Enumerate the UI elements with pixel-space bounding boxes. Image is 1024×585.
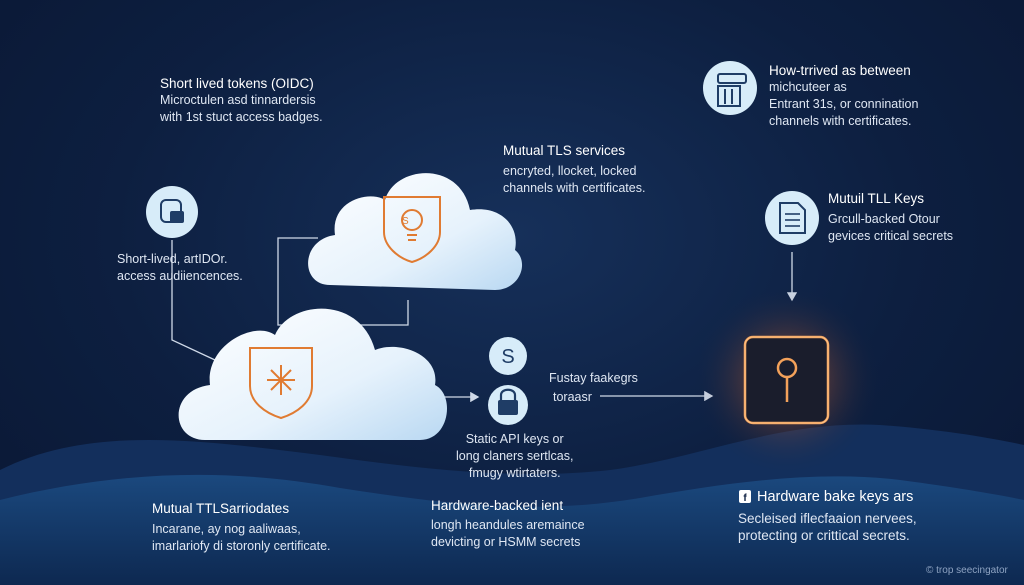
- label-short-lived-left-line1: Short-lived, artIDOr.: [117, 252, 228, 266]
- label-short-lived-tokens-line2: with 1st stuct access badges.: [160, 110, 323, 124]
- f-badge-icon: f: [739, 490, 751, 504]
- watermark: © trop seecingator: [926, 565, 1008, 576]
- label-short-lived-tokens-line1: Microctulen asd tinnardersis: [160, 93, 316, 107]
- label-fustay-title: Fustay faakegrs: [549, 371, 638, 385]
- label-static-line1: Static API keys or: [465, 432, 564, 446]
- label-bottom-middle: Hardware-backed ient longh heandules are…: [431, 497, 585, 551]
- svg-text:f: f: [743, 493, 747, 504]
- server-icon: [703, 61, 757, 115]
- label-top-right: How-trrived as between michcuteer as Ent…: [769, 62, 918, 130]
- label-top-right-line3: channels with certificates.: [769, 114, 912, 128]
- label-mutual-tls-services: Mutual TLS services encryted, llocket, l…: [503, 142, 645, 197]
- label-mutual-tll-keys-line1: Grcull-backed Otour: [828, 212, 940, 226]
- label-bottom-left: Mutual TTLSarriodates Incarane, ay nog a…: [152, 500, 331, 555]
- label-fustay-line1: toraasr: [553, 390, 592, 404]
- label-mutual-tls-services-line2: channels with certificates.: [503, 181, 646, 195]
- label-bottom-middle-title: Hardware-backed ient: [431, 498, 564, 513]
- label-bottom-left-line2: imarlariofy di storonly certificate.: [152, 539, 331, 553]
- label-bottom-left-line1: Incarane, ay nog aaliwaas,: [152, 522, 301, 536]
- label-mutual-tls-services-title: Mutual TLS services: [503, 143, 626, 158]
- label-top-right-line2: Entrant 31s, or connination: [769, 97, 919, 111]
- label-bottom-middle-line1: longh heandules aremaince: [431, 518, 585, 532]
- cloud-top: [308, 173, 523, 290]
- label-mutual-tll-keys-title: Mutuil TLL Keys: [828, 191, 925, 206]
- background-hill-front: [0, 474, 1024, 585]
- label-top-right-line1: michcuteer as: [769, 80, 847, 94]
- label-short-lived-left: Short-lived, artIDOr. access audiiencenc…: [117, 251, 243, 285]
- label-bottom-right: Hardware bake keys ars Secleised iflecfa…: [738, 489, 917, 544]
- padlock-icon: [488, 385, 528, 425]
- label-bottom-right-line2: protecting or crittical secrets.: [738, 528, 910, 543]
- label-short-lived-tokens-title: Short lived tokens (OIDC): [160, 76, 314, 91]
- label-mutual-tls-services-line1: encryted, llocket, locked: [503, 164, 637, 178]
- lightbulb-shield-icon: [383, 196, 441, 264]
- label-bottom-middle-line2: devicting or HSMM secrets: [431, 535, 581, 549]
- document-icon: [765, 191, 819, 245]
- label-static-api-keys: Static API keys or long claners sertlcas…: [456, 431, 573, 482]
- label-bottom-right-line1: Secleised iflecfaaion nervees,: [738, 511, 917, 526]
- dollar-symbol: S: [501, 346, 514, 368]
- label-mutual-tll-keys-line2: gevices critical secrets: [828, 229, 954, 243]
- label-top-right-title: How-trrived as between: [769, 63, 911, 78]
- database-lock-icon: [146, 186, 198, 238]
- lightbulb-icon-glyph: S: [402, 216, 409, 227]
- keyhole-icon: [776, 357, 798, 402]
- label-short-lived-left-line2: access audiiencences.: [117, 269, 243, 283]
- label-static-line2: long claners sertlcas,: [456, 449, 574, 463]
- label-bottom-right-title: Hardware bake keys ars: [757, 489, 914, 505]
- label-mutual-tll-keys: Mutuil TLL Keys Grcull-backed Otour gevi…: [828, 190, 953, 245]
- asterisk-shield-icon: [249, 347, 313, 420]
- label-short-lived-tokens: Short lived tokens (OIDC) Microctulen as…: [160, 75, 323, 126]
- dollar-icon: S: [489, 337, 527, 375]
- label-bottom-left-title: Mutual TTLSarriodates: [152, 501, 290, 516]
- connector-left-icon: [171, 240, 216, 361]
- connector-top-cloud: [277, 237, 409, 326]
- label-fustay-faakegrs: Fustay faakegrs toraasr: [549, 370, 638, 406]
- label-static-line3: fmugy wtirtaters.: [468, 466, 561, 480]
